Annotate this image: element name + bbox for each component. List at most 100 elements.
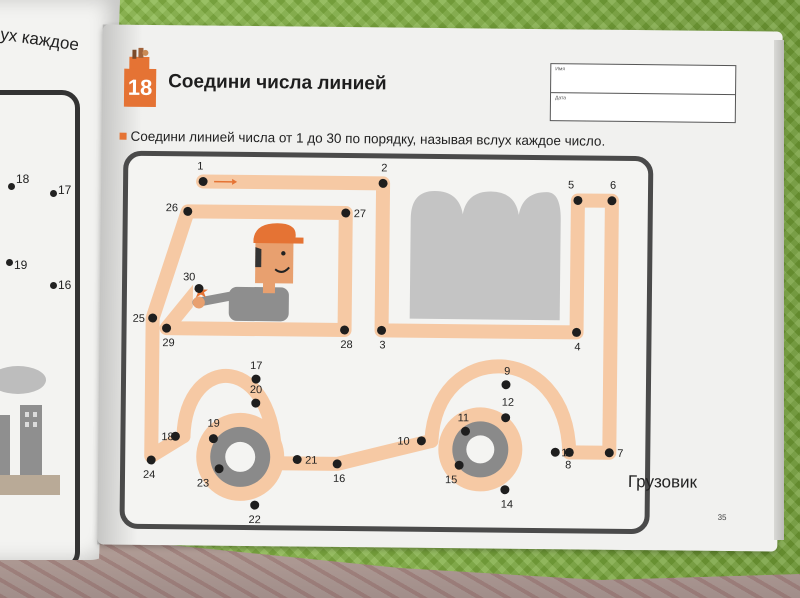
left-dot-number: 16	[58, 278, 72, 292]
dot-number-6: 6	[610, 180, 616, 192]
dot-6[interactable]	[607, 196, 617, 206]
name-date-form: Имя Дата	[549, 63, 737, 124]
dot-14[interactable]	[500, 485, 510, 495]
driver-body-icon	[228, 286, 289, 322]
dot-number-19: 19	[208, 418, 220, 430]
dot-number-30: 30	[183, 271, 195, 283]
dot-number-2: 2	[381, 162, 387, 174]
instruction-text: Соедини линией числа от 1 до 30 по поряд…	[130, 128, 606, 149]
dot-number-21: 21	[305, 455, 317, 467]
dot-12[interactable]	[501, 413, 511, 423]
dot-17[interactable]	[251, 374, 261, 384]
dot-15[interactable]	[454, 460, 464, 470]
trace-cab-front	[144, 204, 353, 463]
dot-number-11: 11	[458, 412, 470, 424]
dot-16[interactable]	[332, 459, 342, 469]
dot-number-25: 25	[133, 313, 145, 325]
dot-number-12: 12	[502, 397, 514, 409]
left-dot	[50, 282, 57, 289]
left-dot	[6, 259, 13, 266]
picture-caption: Грузовик	[627, 471, 698, 492]
dot-number-14: 14	[501, 499, 513, 511]
dot-number-5: 5	[568, 179, 574, 191]
dot-30[interactable]	[194, 283, 204, 293]
dot-number-7: 7	[617, 448, 623, 460]
dot-number-15: 15	[445, 474, 457, 486]
dot-3[interactable]	[377, 325, 387, 335]
dot-number-18: 18	[161, 431, 173, 443]
dot-number-8: 8	[565, 459, 571, 471]
cargo-shape	[409, 190, 561, 321]
left-dot	[50, 190, 57, 197]
dot-number-4: 4	[574, 341, 580, 353]
dot-18[interactable]	[170, 431, 180, 441]
name-label: Имя	[555, 66, 566, 73]
dot-4[interactable]	[572, 327, 582, 337]
dot-10[interactable]	[416, 436, 426, 446]
driver-cap-icon	[253, 223, 304, 244]
dot-number-28: 28	[340, 339, 352, 351]
dot-number-10: 10	[397, 436, 409, 448]
left-dot-number: 17	[58, 183, 72, 197]
instruction: Соедини линией числа от 1 до 30 по поряд…	[119, 129, 605, 149]
dot-23[interactable]	[214, 464, 224, 474]
date-field[interactable]: Дата	[551, 93, 735, 123]
dot-5[interactable]	[573, 195, 583, 205]
dot-29[interactable]	[162, 323, 172, 333]
dot-number-23: 23	[197, 477, 209, 489]
dot-25[interactable]	[148, 313, 158, 323]
dot-19[interactable]	[208, 434, 218, 444]
dot-2[interactable]	[378, 178, 388, 188]
left-dot-number: 18	[16, 172, 30, 186]
dot-number-29: 29	[162, 337, 174, 349]
dot-28[interactable]	[340, 325, 350, 335]
page-title: Соедини числа линией	[168, 71, 387, 95]
left-page-heading-fragment: ух каждое	[0, 24, 81, 55]
dot-number-17: 17	[250, 360, 262, 372]
dot-number-9: 9	[504, 366, 510, 378]
driver-eye-icon	[281, 251, 286, 256]
dot-number-22: 22	[248, 514, 260, 526]
orange-bullet	[119, 132, 127, 140]
dot-27[interactable]	[341, 208, 351, 218]
dot-26[interactable]	[183, 206, 193, 216]
dot-7[interactable]	[604, 448, 614, 458]
dot-number-1: 1	[197, 160, 203, 172]
dot-20[interactable]	[251, 398, 261, 408]
dot-13[interactable]	[550, 447, 560, 457]
dot-number-16: 16	[333, 473, 345, 485]
left-dot	[8, 183, 15, 190]
rear-wheel	[438, 407, 523, 492]
dot-number-26: 26	[166, 202, 178, 214]
driver-hair-icon	[255, 247, 262, 268]
date-label: Дата	[554, 95, 567, 102]
dot-1[interactable]	[198, 177, 208, 187]
exercise-number-badge: 18	[123, 68, 157, 108]
workbook-page: 18 Соедини числа линией Имя Дата Соедини…	[97, 24, 783, 552]
trace-cab-top	[196, 174, 619, 460]
dot-11[interactable]	[461, 426, 471, 436]
dot-9[interactable]	[501, 380, 511, 390]
trace-rear-fender	[424, 359, 577, 460]
left-dot-number: 19	[14, 258, 28, 272]
dot-number-3: 3	[379, 339, 385, 351]
shopping-bag-icon	[129, 47, 150, 71]
city-illustration	[0, 366, 60, 495]
driver-smile-icon	[274, 266, 290, 273]
dot-21[interactable]	[292, 455, 302, 465]
left-page-frame	[0, 90, 80, 560]
dot-number-24: 24	[143, 469, 155, 481]
dot-number-13: 13	[561, 447, 573, 459]
dot-24[interactable]	[146, 455, 156, 465]
page-stack-edge	[774, 40, 784, 540]
dot-number-20: 20	[250, 384, 262, 396]
name-field[interactable]: Имя	[551, 64, 736, 96]
driver-hand-icon	[192, 296, 205, 309]
page-number: 35	[717, 512, 727, 523]
dot-8[interactable]	[564, 447, 574, 457]
front-wheel	[196, 412, 285, 501]
dot-22[interactable]	[250, 500, 260, 510]
